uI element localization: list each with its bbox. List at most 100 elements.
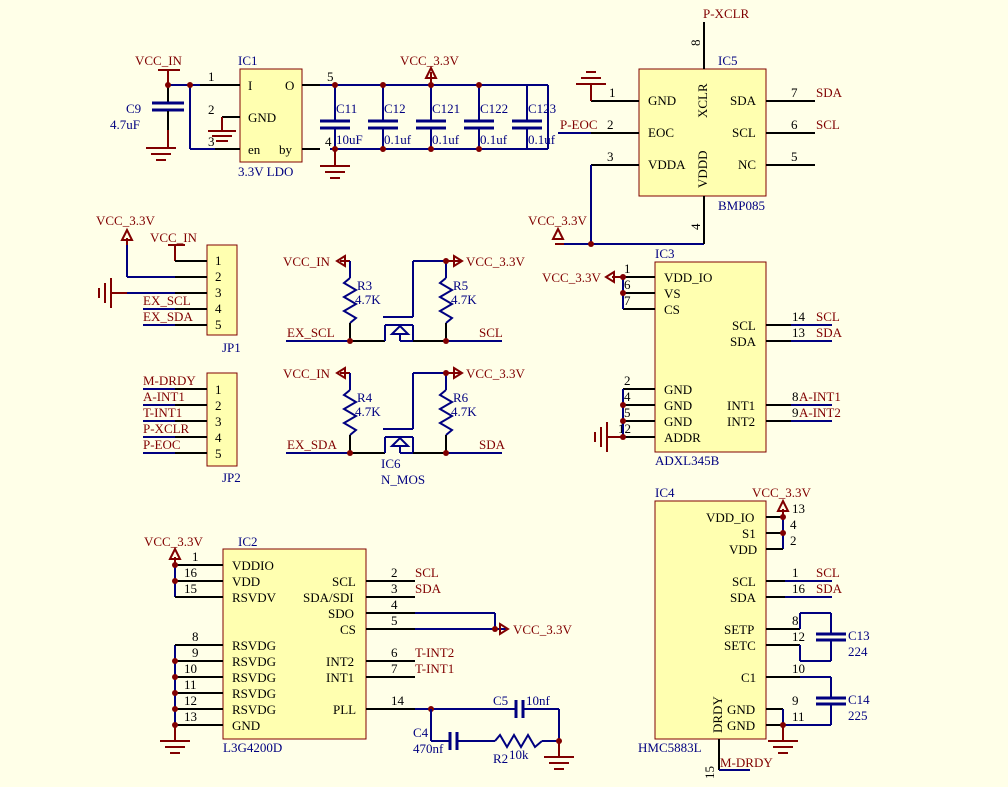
- ic5-pin-name: GND: [648, 93, 676, 108]
- jp1-pin-num: 1: [215, 253, 222, 268]
- net-label: M-DRDY: [143, 373, 196, 388]
- ic2-designator: IC2: [238, 534, 258, 549]
- ic5-pin-num: 4: [688, 223, 703, 230]
- ic5-pin-num: 2: [607, 117, 614, 132]
- ic5-pin-name: SCL: [732, 125, 756, 140]
- ic5-pin-num: 8: [688, 40, 703, 47]
- ic3-pin-name: SCL: [732, 318, 756, 333]
- net-label: T-INT1: [143, 405, 182, 420]
- ic2-pin-num: 7: [391, 661, 398, 676]
- net-label-ex-sda: EX_SDA: [143, 309, 193, 324]
- net-label-vcc-3v3: VCC_3.3V: [542, 270, 601, 285]
- net-label-vcc-3v3: VCC_3.3V: [513, 622, 572, 637]
- ic3-pin-name: ADDR: [664, 430, 701, 445]
- ic1-wires: [146, 65, 549, 179]
- net-label-ex-sda: EX_SDA: [287, 437, 337, 452]
- jp2-header[interactable]: JP2 1 2 3 4 5: [206, 372, 241, 485]
- jp1-body[interactable]: [206, 244, 238, 336]
- ic3-pin-name: SDA: [730, 334, 757, 349]
- ic2-comment: L3G4200D: [223, 740, 282, 755]
- ic1-pin-num: 3: [208, 134, 215, 149]
- cap-designator: C121: [432, 101, 460, 116]
- ic5-pin-num: 7: [791, 85, 798, 100]
- cap-value: 0.1uf: [528, 132, 556, 147]
- c4-value: 470nf: [413, 741, 444, 756]
- ic3-pin-num: 4: [624, 389, 631, 404]
- ic5-pin-num: 6: [791, 117, 798, 132]
- jp1-pin-num: 5: [215, 317, 222, 332]
- ic1-ldo[interactable]: IC1 3.3V LDO I GND en O by 1 2 3 5 4: [208, 53, 334, 179]
- cap-value: 0.1uf: [480, 132, 508, 147]
- ic4-pin-name: SDA: [730, 590, 757, 605]
- ic2-pin-num: 10: [184, 661, 197, 676]
- ic2-pin-name: RSVDG: [232, 702, 276, 717]
- c13-value: 224: [848, 644, 868, 659]
- ic4-pin-name: DRDY: [710, 696, 725, 733]
- ic2-pin-name: CS: [340, 622, 356, 637]
- ic3-pin-name: CS: [664, 302, 680, 317]
- net-label-vcc-3v3: VCC_3.3V: [528, 213, 587, 228]
- c5-value: 10nf: [526, 693, 551, 708]
- jp1-header[interactable]: JP1 1 2 3 4 5: [206, 244, 241, 355]
- ic1-pin-num: 4: [325, 134, 332, 149]
- r4-designator: R4: [357, 390, 373, 405]
- jp2-pin-num: 3: [215, 414, 222, 429]
- ic5-pin-name: VDDD: [695, 150, 710, 188]
- ic5-bmp085[interactable]: IC5 BMP085 GND EOC VDDA SDA SCL NC XCLR …: [607, 40, 798, 231]
- net-label-ex-scl: EX_SCL: [287, 325, 335, 340]
- r6-value: 4.7K: [451, 404, 477, 419]
- ic4-hmc5883l[interactable]: IC4 HMC5883L VDD_IO S1 VDD SCL SDA SETP …: [638, 485, 806, 779]
- ic3-pin-num: 1: [624, 261, 631, 276]
- ic4-pin-num: 13: [792, 501, 805, 516]
- ic4-pin-num: 10: [792, 661, 805, 676]
- ic4-wires: [718, 498, 846, 771]
- ic5-wires: [551, 22, 815, 247]
- jp1-pin-num: 2: [215, 269, 222, 284]
- ic4-pin-num: 1: [792, 565, 799, 580]
- ic3-pin-num: 5: [624, 405, 631, 420]
- jp1-pin-num: 3: [215, 285, 222, 300]
- jp2-body[interactable]: [206, 372, 238, 467]
- net-label-a-int1: A-INT1: [799, 389, 841, 404]
- net-label-ex-scl: EX_SCL: [143, 293, 191, 308]
- ic5-comment: BMP085: [718, 198, 765, 213]
- c13-designator: C13: [848, 628, 870, 643]
- ic3-adxl345b[interactable]: IC3 ADXL345B VDD_IO VS CS GND GND GND AD…: [618, 246, 806, 468]
- jp1-wires: [98, 227, 207, 326]
- ic2-pin-num: 2: [391, 565, 398, 580]
- ic5-body[interactable]: [638, 68, 767, 197]
- cap-designator: C11: [336, 101, 357, 116]
- net-label-scl: SCL: [415, 565, 439, 580]
- ic3-pin-num: 12: [618, 421, 631, 436]
- ic3-pin-name: GND: [664, 398, 692, 413]
- net-label-vcc-3v3: VCC_3.3V: [144, 534, 203, 549]
- ic4-body[interactable]: [654, 500, 767, 740]
- ic2-body[interactable]: [222, 548, 367, 740]
- ic3-comment: ADXL345B: [655, 453, 720, 468]
- net-label-sda: SDA: [415, 581, 442, 596]
- ic3-body[interactable]: [654, 261, 767, 453]
- ic5-pin-num: 3: [607, 149, 614, 164]
- net-label-p-eoc: P-EOC: [560, 117, 598, 132]
- ic1-pin-num: 1: [208, 69, 215, 84]
- ic1-body[interactable]: [239, 68, 303, 163]
- ic5-designator: IC5: [718, 53, 738, 68]
- ic4-pin-name: C1: [741, 670, 756, 685]
- ic5-pin-name: EOC: [648, 125, 674, 140]
- net-label-vcc-3v3: VCC_3.3V: [96, 213, 155, 228]
- ic4-pin-name: SETC: [724, 638, 756, 653]
- r2-value: 10k: [509, 747, 529, 762]
- ic4-pin-num: 8: [792, 613, 799, 628]
- ic2-l3g4200d[interactable]: IC2 L3G4200D VDDIO VDD RSVDV RSVDG RSVDG…: [184, 534, 405, 755]
- net-label: P-XCLR: [143, 421, 190, 436]
- jp2-pin-num: 5: [215, 446, 222, 461]
- ic4-pin-num: 11: [792, 709, 805, 724]
- ic3-pin-num: 6: [624, 277, 631, 292]
- net-label-vcc-3v3: VCC_3.3V: [466, 254, 525, 269]
- ic2-pin-name: RSVDV: [232, 590, 277, 605]
- net-label-vcc-in: VCC_IN: [283, 366, 331, 381]
- ic4-designator: IC4: [655, 485, 675, 500]
- r3-designator: R3: [357, 278, 372, 293]
- ic4-pin-num: 12: [792, 629, 805, 644]
- ic4-pin-num: 2: [790, 533, 797, 548]
